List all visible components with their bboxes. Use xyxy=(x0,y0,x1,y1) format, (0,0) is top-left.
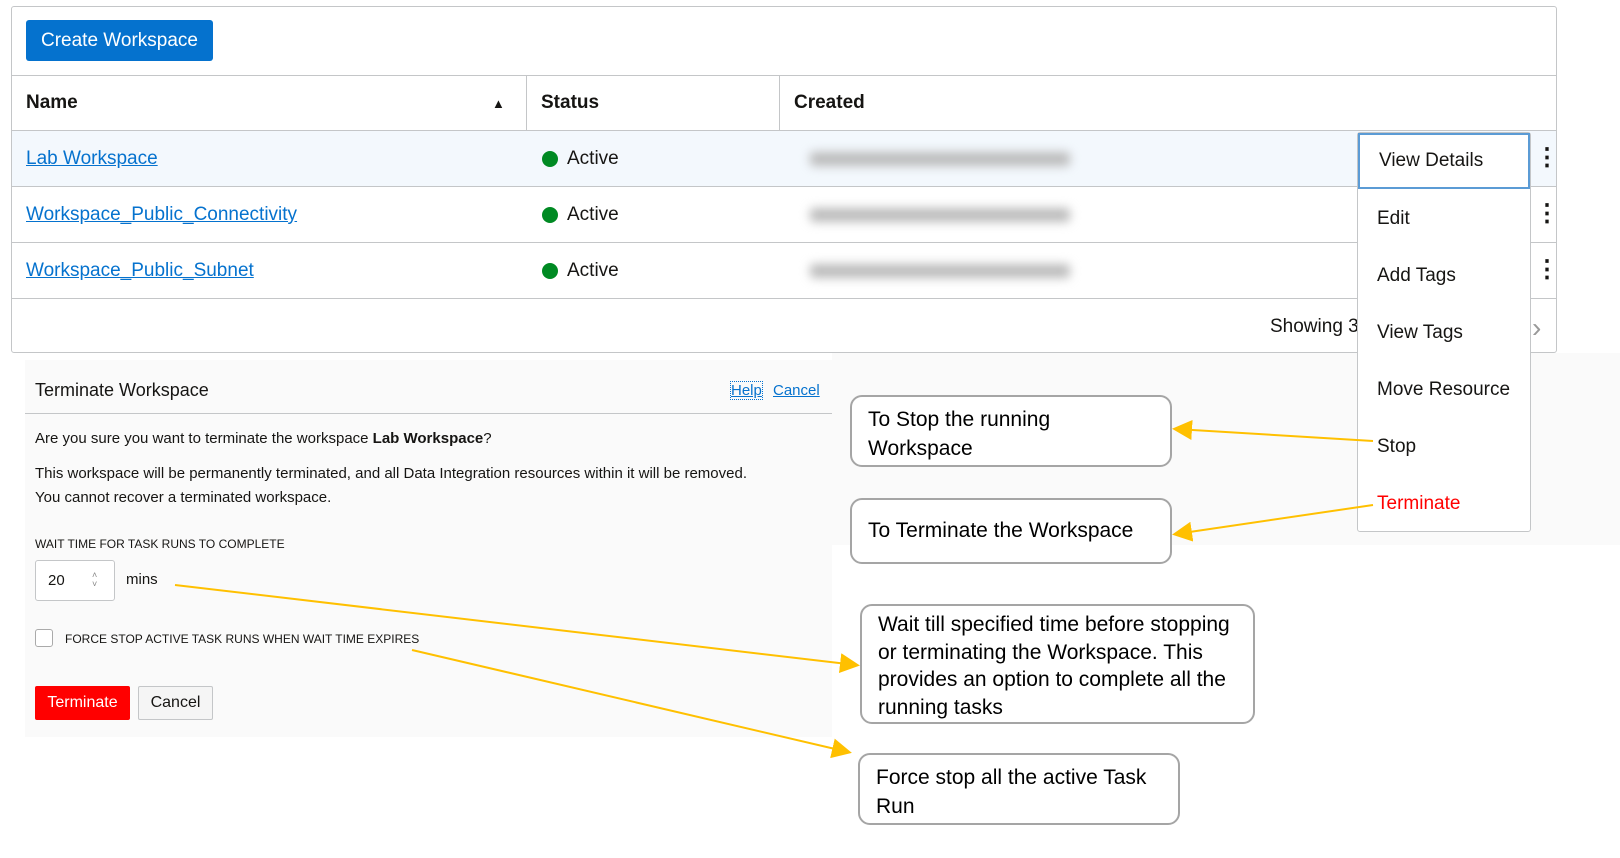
callout-stop: To Stop the running Workspace xyxy=(850,395,1172,467)
column-header-status[interactable]: Status xyxy=(527,75,780,131)
column-header-label: Created xyxy=(794,92,865,113)
warning-text: You cannot recover a terminated workspac… xyxy=(35,489,332,506)
arrow-force xyxy=(411,649,852,759)
row-actions-kebab-icon[interactable]: ⋮ xyxy=(1535,256,1559,283)
sort-ascending-icon[interactable]: ▲ xyxy=(492,95,505,111)
created-date-redacted xyxy=(810,264,1070,278)
create-workspace-button[interactable]: Create Workspace xyxy=(26,20,213,61)
status-text: Active xyxy=(567,260,619,281)
menu-item-add-tags[interactable]: Add Tags xyxy=(1377,264,1456,286)
column-header-created[interactable]: Created xyxy=(780,75,1556,131)
arrow-stop xyxy=(1172,419,1374,442)
row-actions-kebab-icon[interactable]: ⋮ xyxy=(1535,144,1559,171)
status-text: Active xyxy=(567,148,619,169)
status-badge: Active xyxy=(542,204,619,226)
terminate-workspace-dialog: Terminate Workspace Help Cancel Are you … xyxy=(25,360,832,737)
terminate-button[interactable]: Terminate xyxy=(35,686,130,720)
menu-item-terminate[interactable]: Terminate xyxy=(1377,492,1461,514)
column-header-name[interactable]: Name ▲ xyxy=(12,75,527,131)
force-stop-label[interactable]: FORCE STOP ACTIVE TASK RUNS WHEN WAIT TI… xyxy=(65,632,420,646)
row-actions-kebab-icon[interactable]: ⋮ xyxy=(1535,200,1559,227)
wait-time-unit: mins xyxy=(126,571,158,588)
table-row xyxy=(12,243,1556,299)
callout-terminate: To Terminate the Workspace xyxy=(850,498,1172,564)
arrow-wait xyxy=(174,584,860,674)
status-dot-icon xyxy=(542,263,558,279)
force-stop-checkbox[interactable] xyxy=(35,629,53,647)
created-date-redacted xyxy=(810,152,1070,166)
menu-item-view-details[interactable]: View Details xyxy=(1358,133,1530,189)
status-badge: Active xyxy=(542,148,619,170)
spinner-icon[interactable]: ˄˅ xyxy=(92,570,98,589)
menu-item-edit[interactable]: Edit xyxy=(1377,207,1410,229)
wait-time-input[interactable]: 20 ˄˅ xyxy=(35,560,115,601)
column-header-label: Status xyxy=(541,92,600,113)
table-row xyxy=(12,187,1556,243)
created-date-redacted xyxy=(810,208,1070,222)
workspace-link[interactable]: Workspace_Public_Subnet xyxy=(26,260,254,281)
pagination-status: Showing 3 xyxy=(1270,316,1358,337)
callout-wait-time: Wait till specified time before stopping… xyxy=(860,604,1255,724)
confirm-question: Are you sure you want to terminate the w… xyxy=(35,430,492,447)
arrow-terminate xyxy=(1172,504,1374,542)
dialog-title: Terminate Workspace xyxy=(35,380,209,400)
wait-time-label: WAIT TIME FOR TASK RUNS TO COMPLETE xyxy=(35,537,285,551)
status-dot-icon xyxy=(542,207,558,223)
column-header-label: Name xyxy=(26,92,78,113)
help-link[interactable]: Help xyxy=(730,381,763,400)
table-row xyxy=(12,131,1556,187)
status-badge: Active xyxy=(542,260,619,282)
menu-item-view-tags[interactable]: View Tags xyxy=(1377,321,1463,343)
workspace-link[interactable]: Lab Workspace xyxy=(26,148,158,169)
workspace-link[interactable]: Workspace_Public_Connectivity xyxy=(26,204,298,225)
menu-item-move-resource[interactable]: Move Resource xyxy=(1377,378,1511,400)
wait-time-value: 20 xyxy=(48,572,65,589)
warning-text: This workspace will be permanently termi… xyxy=(35,465,747,482)
status-dot-icon xyxy=(542,151,558,167)
next-page-chevron-icon[interactable]: › xyxy=(1532,312,1542,343)
status-text: Active xyxy=(567,204,619,225)
callout-force-stop: Force stop all the active Task Run xyxy=(858,753,1180,825)
row-actions-menu: View Details Edit Add Tags View Tags Mov… xyxy=(1357,132,1531,532)
menu-item-stop[interactable]: Stop xyxy=(1377,435,1417,457)
cancel-link[interactable]: Cancel xyxy=(773,382,820,399)
divider xyxy=(25,413,832,414)
cancel-button[interactable]: Cancel xyxy=(138,686,213,720)
